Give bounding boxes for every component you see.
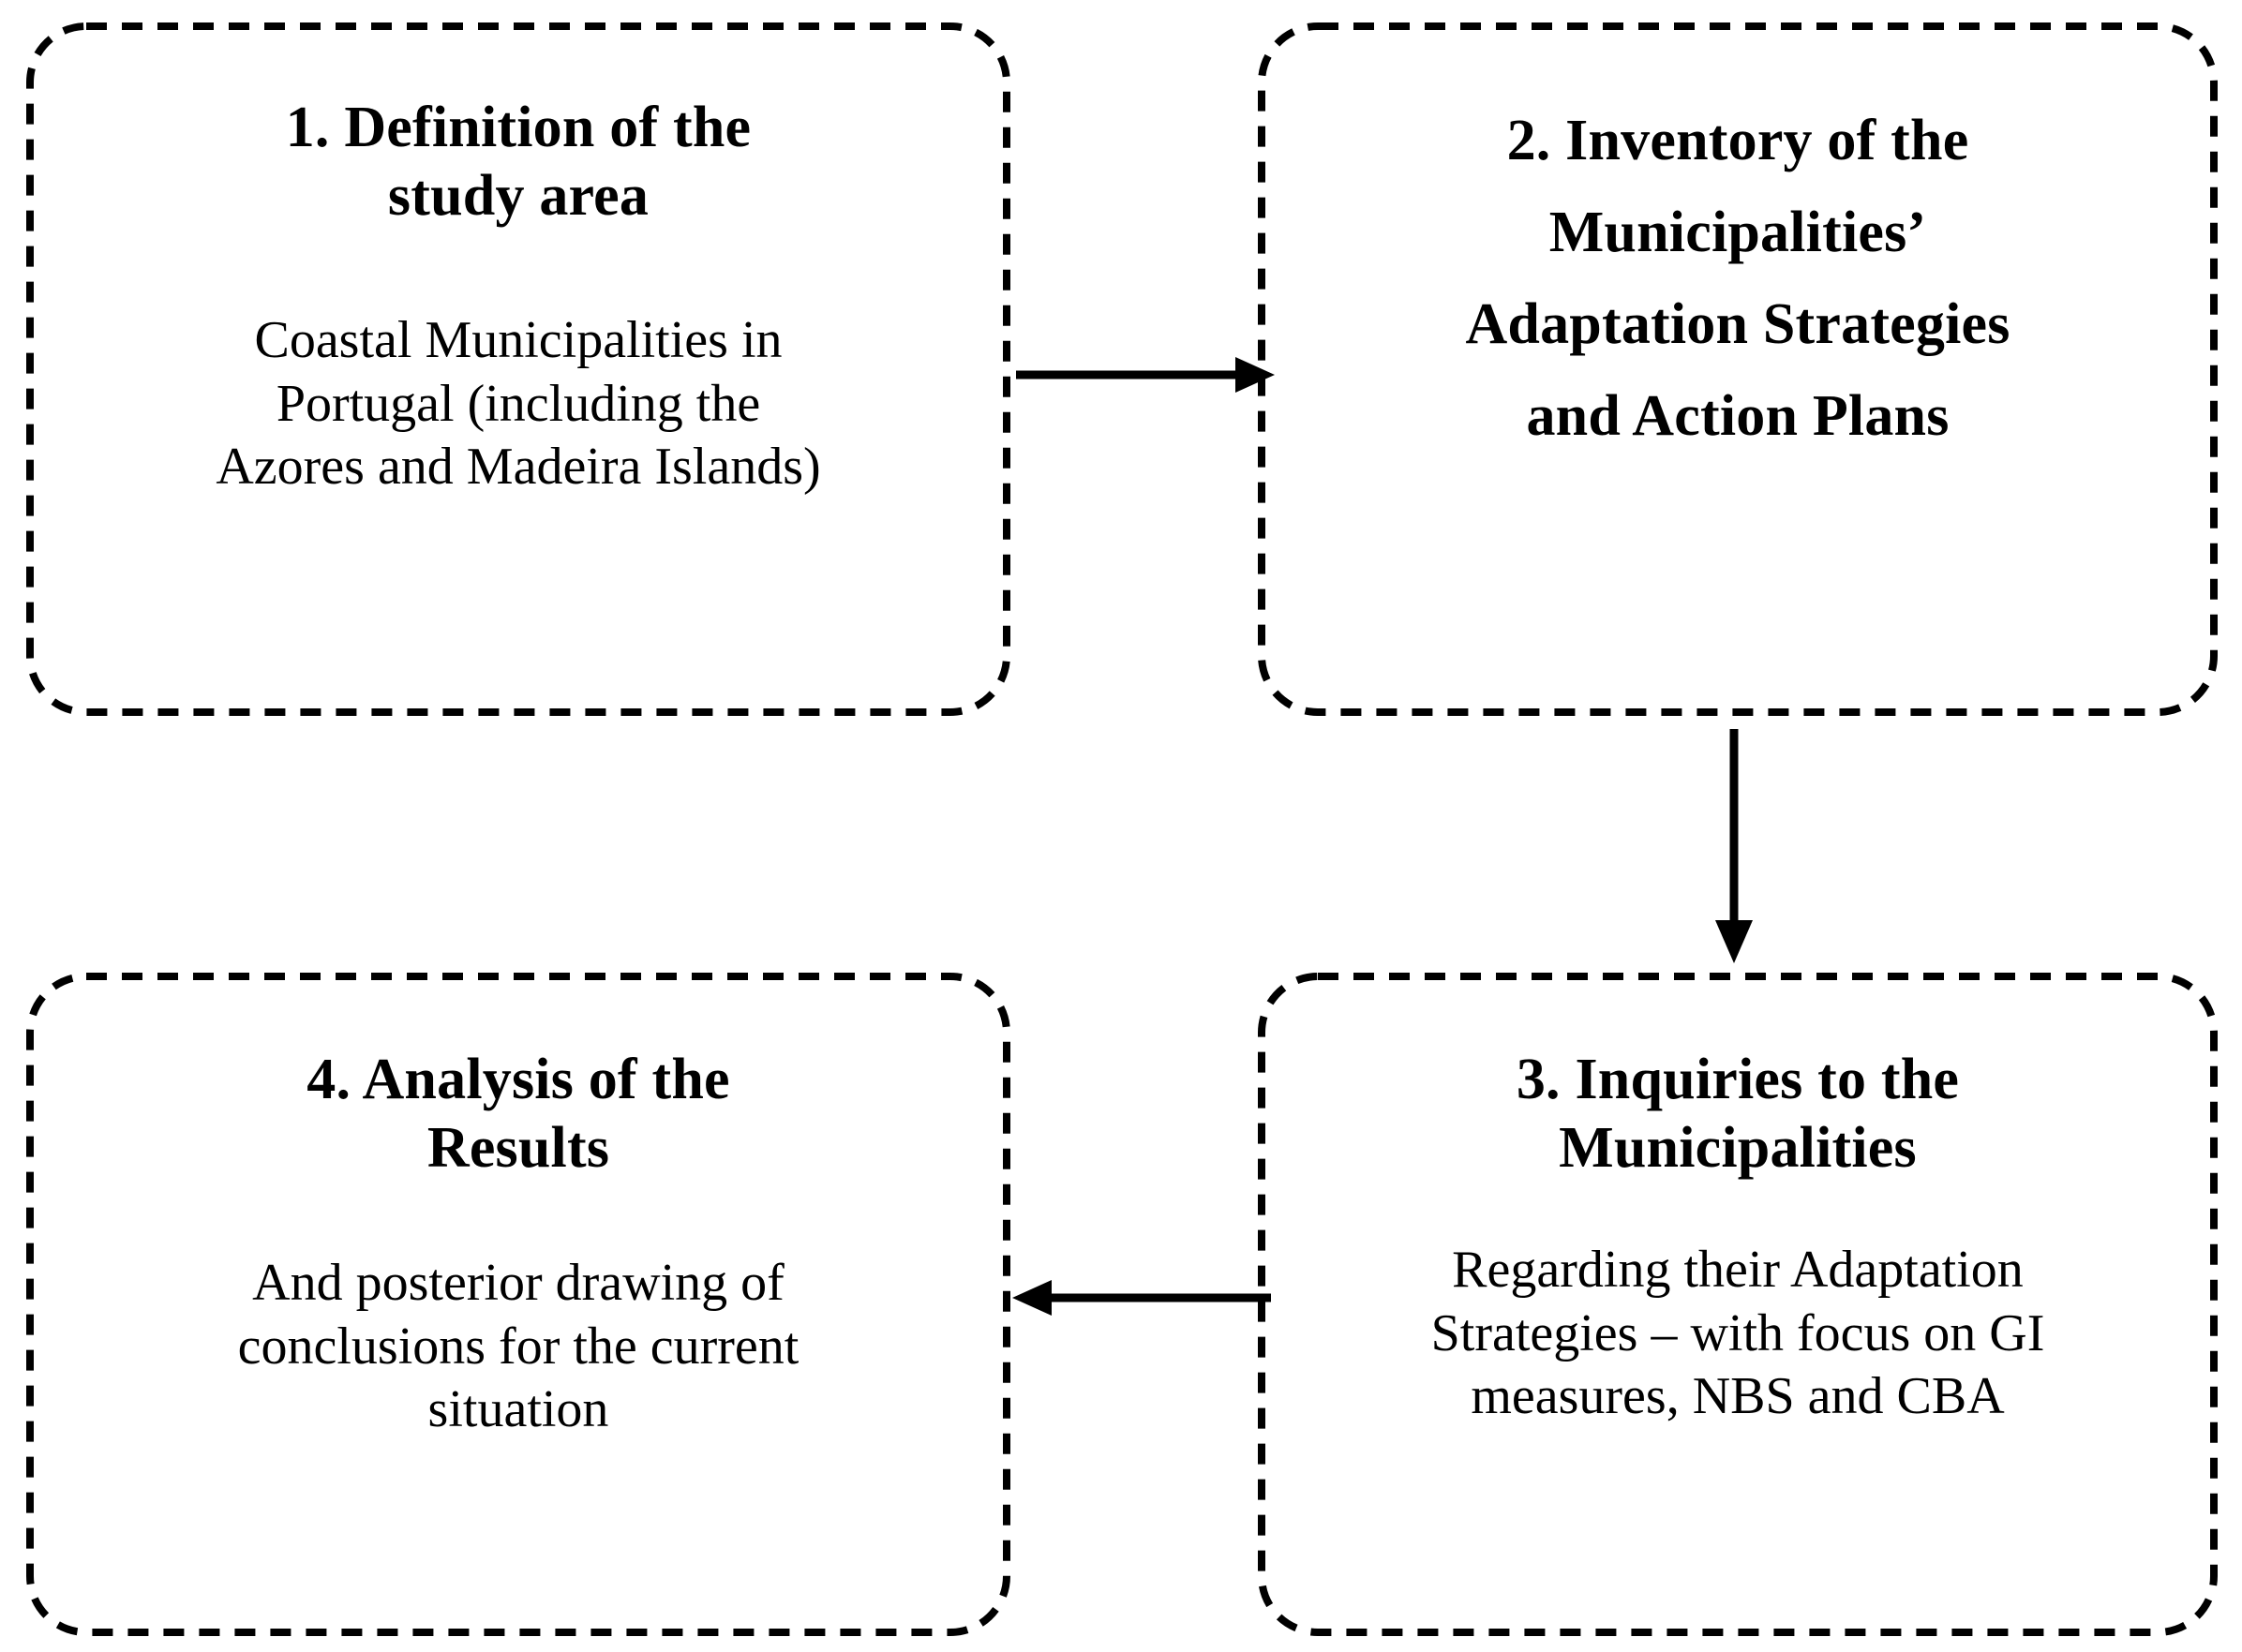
flow-box-4-title: 4. Analysis of the Results: [306, 1048, 730, 1181]
flow-box-4-analysis-of-results[interactable]: 4. Analysis of the Results And posterior…: [26, 973, 1010, 1636]
arrow-down-icon: [1715, 729, 1753, 963]
flow-box-1-body: Coastal Municipalities in Portugal (incl…: [216, 311, 821, 496]
flow-box-1-title: 1. Definition of the study area: [285, 96, 752, 229]
flow-box-1-definition-of-study-area[interactable]: 1. Definition of the study area Coastal …: [26, 22, 1010, 716]
flow-box-3-title: 3. Inquiries to the Municipalities: [1516, 1048, 1960, 1181]
arrow-left-icon: [1012, 1280, 1271, 1316]
flow-box-2-title: 2. Inventory of the Municipalities’ Adap…: [1465, 109, 2010, 448]
flow-box-2-inventory-of-adaptation-strategies[interactable]: 2. Inventory of the Municipalities’ Adap…: [1258, 22, 2218, 716]
arrow-right-icon: [1016, 357, 1275, 393]
flow-box-3-body: Regarding their Adaptation Strategies – …: [1430, 1241, 2045, 1425]
flow-box-4-body: And posterior drawing of conclusions for…: [237, 1254, 800, 1438]
flow-box-3-inquiries-to-municipalities[interactable]: 3. Inquiries to the Municipalities Regar…: [1258, 973, 2218, 1636]
